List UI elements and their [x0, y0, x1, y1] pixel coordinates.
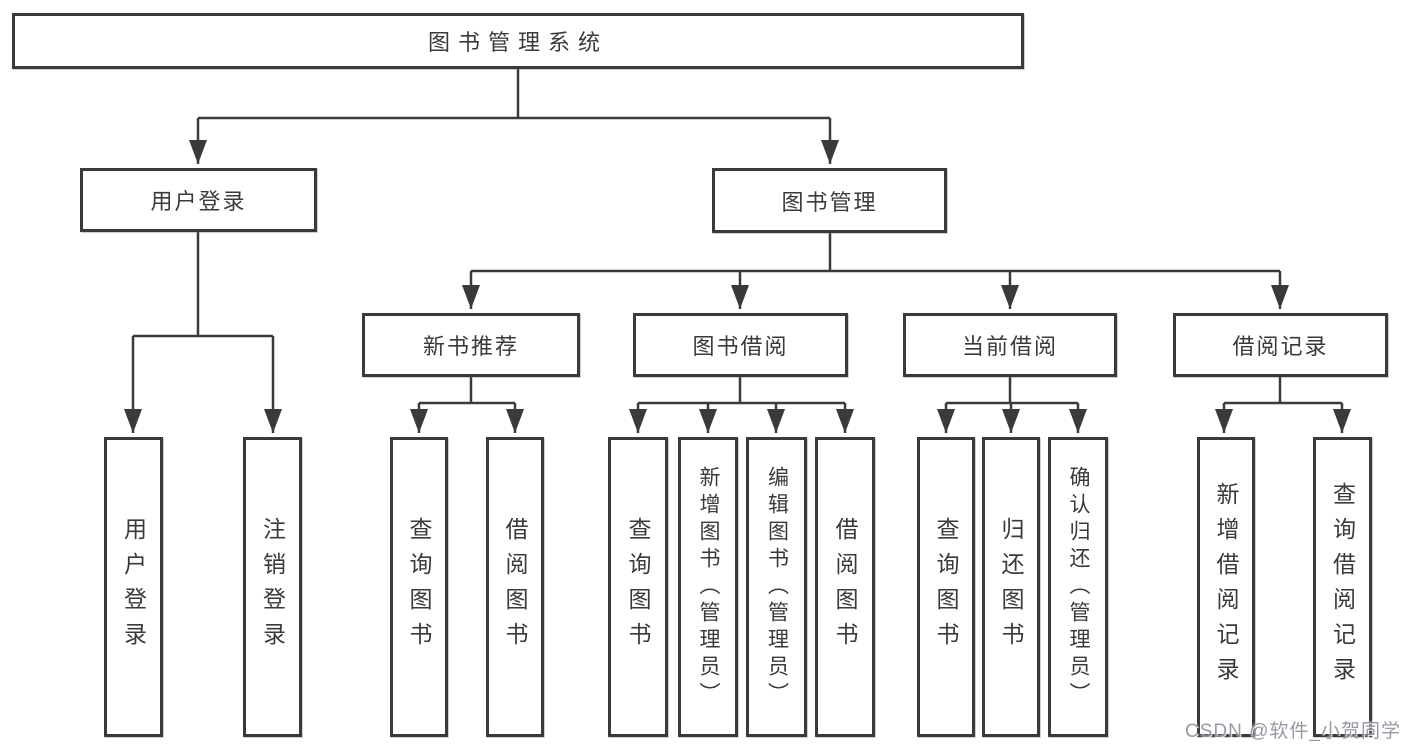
- watermark-text: CSDN @软件_小贺同学: [1185, 721, 1401, 742]
- leaf-add-books-admin-label: 新增图书（管理员）: [697, 465, 720, 709]
- leaf-add-borrow-record-label: 新增借阅记录: [1213, 482, 1239, 692]
- leaf-query-borrow-record-label: 查询借阅记录: [1329, 482, 1356, 692]
- node-user-login-label: 用户登录: [150, 189, 247, 214]
- leaf-logout-login: 注销登录: [243, 437, 302, 737]
- leaf-confirm-return-admin: 确认归还（管理员）: [1048, 437, 1108, 737]
- leaf-return-books: 归还图书: [982, 437, 1040, 737]
- tree-edges: [124, 69, 1351, 433]
- leaf-add-books-admin: 新增图书（管理员）: [678, 437, 738, 737]
- leaf-user-login-label: 用户登录: [120, 517, 147, 657]
- leaf-confirm-return-admin-label: 确认归还（管理员）: [1067, 465, 1090, 709]
- leaf-borrow-books-borrowing: 借阅图书: [815, 437, 875, 737]
- leaf-borrow-books-recommend: 借阅图书: [486, 437, 544, 737]
- node-current-borrowing-label: 当前借阅: [961, 334, 1058, 359]
- leaf-return-books-label: 归还图书: [998, 517, 1024, 657]
- leaf-query-books-borrowing: 查询图书: [608, 437, 668, 737]
- node-book-borrowing-label: 图书借阅: [692, 334, 789, 359]
- node-user-login: 用户登录: [80, 168, 317, 232]
- leaf-query-books-current-label: 查询图书: [933, 517, 959, 657]
- leaf-query-books-current: 查询图书: [917, 437, 975, 737]
- leaf-query-borrow-record: 查询借阅记录: [1313, 437, 1372, 737]
- leaf-borrow-books-borrowing-label: 借阅图书: [832, 517, 858, 657]
- node-book-management: 图书管理: [712, 168, 947, 233]
- leaf-add-borrow-record: 新增借阅记录: [1197, 437, 1255, 737]
- node-library-management-system-label: 图书管理系统: [427, 30, 608, 55]
- node-book-borrowing: 图书借阅: [633, 313, 848, 377]
- node-current-borrowing: 当前借阅: [903, 313, 1117, 377]
- node-library-management-system: 图书管理系统: [12, 13, 1024, 69]
- leaf-edit-books-admin-label: 编辑图书（管理员）: [765, 465, 789, 709]
- leaf-query-books-borrowing-label: 查询图书: [625, 517, 651, 657]
- node-new-book-recommendation-label: 新书推荐: [422, 334, 519, 359]
- leaf-logout-login-label: 注销登录: [259, 517, 286, 657]
- leaf-query-books-recommend: 查询图书: [390, 437, 448, 737]
- node-borrowing-records: 借阅记录: [1173, 313, 1388, 377]
- leaf-edit-books-admin: 编辑图书（管理员）: [746, 437, 807, 737]
- leaf-query-books-recommend-label: 查询图书: [406, 517, 432, 657]
- node-book-management-label: 图书管理: [781, 189, 878, 215]
- node-new-book-recommendation: 新书推荐: [362, 313, 580, 377]
- node-borrowing-records-label: 借阅记录: [1232, 334, 1329, 359]
- leaf-borrow-books-recommend-label: 借阅图书: [502, 517, 528, 657]
- leaf-user-login: 用户登录: [104, 437, 163, 737]
